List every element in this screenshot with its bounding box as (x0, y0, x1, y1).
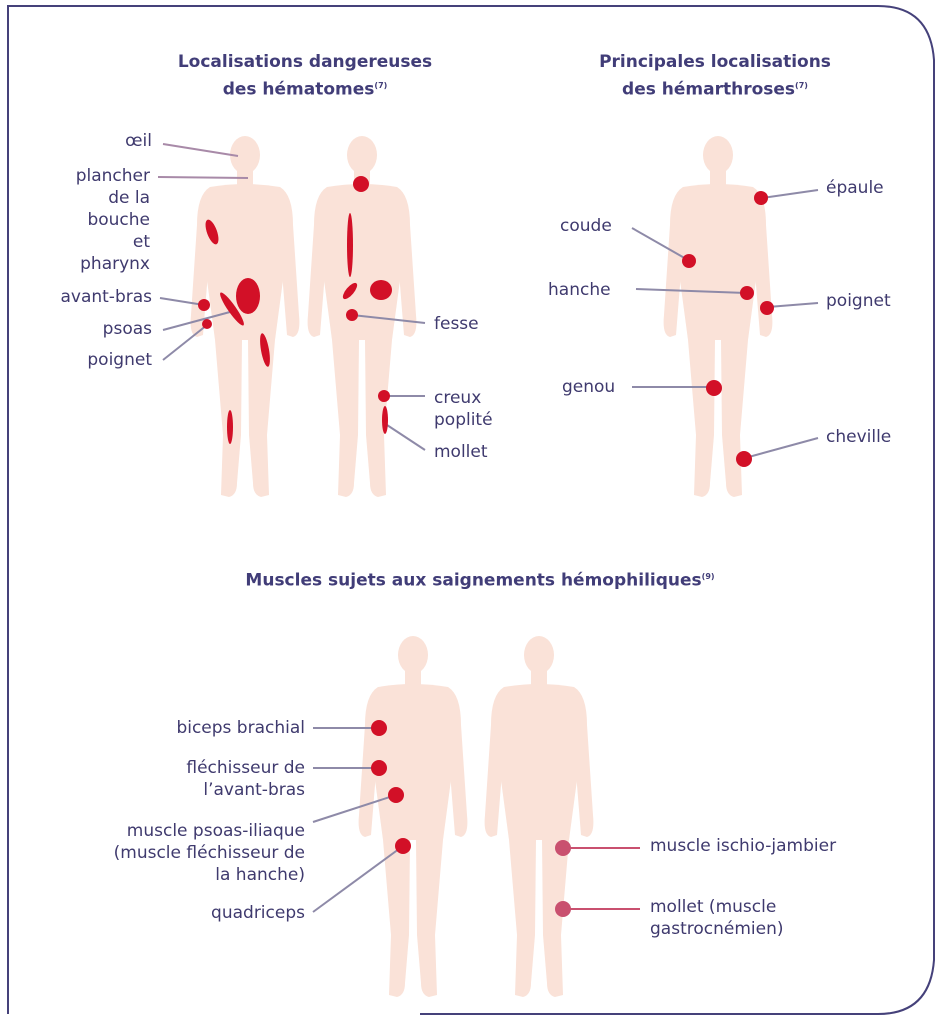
label-psoas-iliaque-1: muscle psoas-iliaque (40, 821, 305, 842)
muscles-front-body (359, 636, 468, 997)
label-ischio: muscle ischio-jambier (650, 836, 836, 857)
spot-psoas-iliaque (388, 787, 404, 803)
muscles-back-body (485, 636, 594, 997)
label-quadriceps: quadriceps (80, 903, 305, 924)
spot-quadriceps (395, 838, 411, 854)
label-biceps: biceps brachial (80, 718, 305, 739)
spot-mollet-muscle (555, 901, 571, 917)
label-mollet-muscle-2: gastrocnémien) (650, 919, 783, 940)
label-mollet-muscle-1: mollet (muscle (650, 897, 776, 918)
spot-flechisseur (371, 760, 387, 776)
label-psoas-iliaque-2: (muscle fléchisseur de (40, 843, 305, 864)
label-flechisseur-1: fléchisseur de (80, 758, 305, 779)
spot-ischio (555, 840, 571, 856)
spot-biceps (371, 720, 387, 736)
label-flechisseur-2: l’avant-bras (80, 780, 305, 801)
label-psoas-iliaque-3: la hanche) (40, 865, 305, 886)
